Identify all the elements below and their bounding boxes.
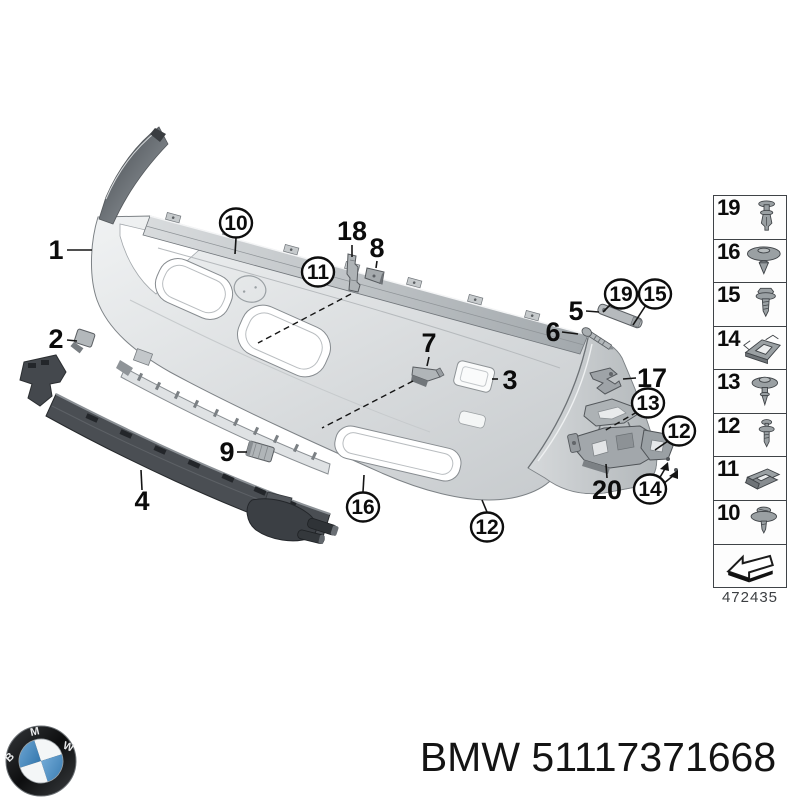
push-rivet-icon: [751, 376, 778, 406]
part-18-bracket: [346, 253, 361, 293]
svg-text:19: 19: [609, 283, 632, 306]
svg-text:11: 11: [307, 261, 330, 284]
legend-row-19[interactable]: 19: [714, 195, 786, 240]
callout-2[interactable]: 2: [48, 324, 63, 354]
legend-row-16[interactable]: 16: [714, 239, 786, 284]
part-20-bracket-cluster: [567, 398, 678, 474]
callout-20[interactable]: 20: [592, 475, 622, 505]
svg-text:15: 15: [643, 283, 667, 306]
callout-circle-14[interactable]: 14: [632, 473, 668, 505]
corner-edge-strip: [98, 126, 169, 225]
direction-arrow-icon: [726, 554, 774, 583]
legend-row-arrow[interactable]: [714, 545, 786, 588]
svg-text:10: 10: [224, 212, 247, 235]
part-17-bracket: [589, 367, 622, 395]
legend-row-15[interactable]: 15: [714, 282, 786, 327]
drawing-number: 472435: [721, 589, 779, 606]
screw-large-washer-icon: [750, 506, 777, 535]
part-7-bracket: [411, 366, 445, 387]
cage-nut-icon: [743, 334, 781, 365]
callout-circle-13[interactable]: 13: [630, 387, 666, 419]
svg-text:16: 16: [351, 496, 374, 519]
svg-text:13: 13: [636, 392, 659, 415]
callout-circle-10[interactable]: 10: [218, 207, 254, 239]
expanding-rivet-icon: [758, 200, 775, 231]
lower-intake-slot: [334, 425, 462, 482]
callout-6[interactable]: 6: [545, 317, 560, 347]
legend-row-13[interactable]: 13: [714, 370, 786, 414]
pan-screw-washer-icon: [758, 419, 775, 448]
hex-screw-washer-icon: [755, 288, 776, 318]
part-4-lower-support-bar: [19, 354, 339, 544]
tow-hook-cover: [132, 348, 154, 366]
legend-row-10[interactable]: 10: [714, 500, 786, 545]
callout-circle-12-right[interactable]: 12: [661, 415, 697, 447]
part-9-clip: [245, 440, 275, 463]
kidney-grille-opening-right: [237, 304, 331, 378]
leader-lines: [66, 237, 678, 513]
svg-text:14: 14: [638, 478, 662, 501]
legend-row-12[interactable]: 12: [714, 413, 786, 458]
callout-18[interactable]: 18: [337, 216, 367, 246]
callout-circle-16[interactable]: 16: [345, 491, 381, 523]
dome-head-clip-icon: [746, 246, 781, 275]
logo-letter-w: W: [61, 740, 76, 755]
bmw-logo: B M W: [4, 725, 77, 797]
callout-4[interactable]: 4: [134, 486, 149, 516]
callout-labels: 1 2 18 8 7 3 5 6 17 9 4 20 10 11 19: [48, 207, 697, 543]
callout-8[interactable]: 8: [369, 233, 384, 263]
callout-circle-19[interactable]: 19: [603, 278, 639, 310]
speed-nut-clip-icon: [744, 468, 781, 490]
svg-text:12: 12: [475, 516, 498, 539]
fastener-legend-table: 19 16 15: [713, 195, 787, 588]
part-8-bracket: [364, 267, 385, 285]
callout-circle-12-bottom[interactable]: 12: [469, 511, 505, 543]
svg-text:12: 12: [667, 420, 690, 443]
part-4-end-bracket: [246, 491, 339, 544]
part-2-bracket: [70, 328, 96, 354]
part-3-washer-cap: [453, 360, 496, 393]
part-number-text: BMW 51117371668: [419, 734, 777, 780]
callout-circle-11[interactable]: 11: [300, 256, 336, 288]
part-12-side-bracket: [640, 429, 678, 472]
kidney-grille-opening-left: [154, 258, 234, 320]
left-lower-notch: [116, 360, 133, 376]
bmw-logo-quadrants: [18, 738, 64, 784]
legend-row-14[interactable]: 14: [714, 326, 786, 371]
part-6-screw: [581, 327, 614, 350]
emblem-recess: [233, 275, 267, 303]
callout-7[interactable]: 7: [421, 328, 436, 358]
legend-row-11[interactable]: 11: [714, 457, 786, 501]
callout-3[interactable]: 3: [502, 365, 517, 395]
callout-9[interactable]: 9: [219, 437, 234, 467]
callout-5[interactable]: 5: [568, 296, 583, 326]
lower-slotted-strip: [120, 367, 331, 475]
logo-letter-m: M: [29, 725, 40, 739]
washer-cap-recess: [458, 410, 486, 429]
callout-circle-15[interactable]: 15: [637, 278, 673, 310]
callout-1[interactable]: 1: [48, 235, 63, 265]
